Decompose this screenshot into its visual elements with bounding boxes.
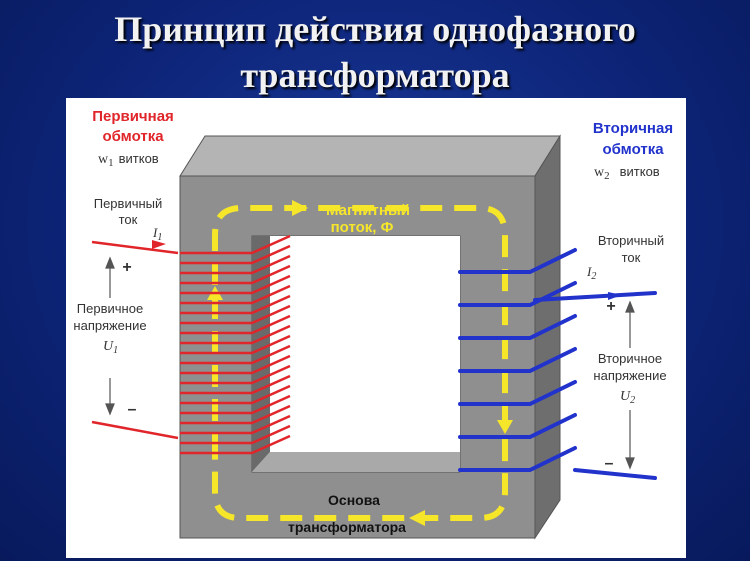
- secondary-winding: [458, 248, 657, 480]
- flux-arrow-bottom: [409, 510, 425, 526]
- secondary-winding-label-1: Вторичная: [593, 120, 673, 137]
- secondary-current-arrow: [608, 292, 622, 300]
- core-top-face: [179, 135, 561, 177]
- secondary-winding-label-2: обмотка: [602, 141, 664, 158]
- secondary-current-symbol: I2: [586, 264, 596, 282]
- secondary-plus: +: [606, 298, 615, 315]
- primary-winding-label-2: обмотка: [102, 128, 164, 145]
- flux-arrow-right: [497, 420, 513, 434]
- secondary-minus: –: [605, 455, 614, 472]
- core-side-face: [534, 134, 561, 540]
- slide-title: Принцип действия однофазного трансформат…: [0, 6, 750, 98]
- core-window-inner-top: [252, 236, 270, 472]
- primary-winding: [91, 234, 291, 455]
- primary-voltage-label-2: напряжение: [73, 318, 146, 333]
- slide-title-line2: трансформатора: [240, 55, 510, 95]
- secondary-voltage-arrow: [625, 300, 635, 470]
- flux-label-1: Магнитный: [326, 202, 410, 219]
- secondary-current-label-2: ток: [622, 250, 641, 265]
- flux-path: [212, 205, 508, 521]
- secondary-voltage-symbol: U2: [620, 389, 635, 406]
- primary-voltage-symbol: U1: [103, 339, 118, 356]
- slide-title-line1: Принцип действия однофазного: [114, 9, 636, 49]
- primary-voltage-arrow: [105, 256, 115, 416]
- primary-minus: –: [128, 401, 137, 418]
- primary-current-label-2: ток: [119, 212, 138, 227]
- primary-current-label-1: Первичный: [94, 196, 163, 211]
- flux-arrow-top: [292, 200, 308, 216]
- secondary-voltage-label-2: напряжение: [593, 368, 666, 383]
- core-window: [270, 236, 460, 452]
- primary-current-symbol: I1: [152, 225, 162, 243]
- core-label-2: трансформатора: [288, 519, 406, 535]
- core-label-1: Основа: [328, 492, 380, 508]
- primary-winding-label-1: Первичная: [92, 108, 174, 125]
- primary-plus: +: [122, 259, 131, 276]
- secondary-current-label-1: Вторичный: [598, 233, 664, 248]
- core-window-inner-bottom: [252, 452, 460, 472]
- flux-label-2: поток, Ф: [331, 219, 394, 236]
- secondary-voltage-label-1: Вторичное: [598, 351, 662, 366]
- primary-voltage-label-1: Первичное: [77, 301, 143, 316]
- primary-current-arrow: [152, 240, 166, 249]
